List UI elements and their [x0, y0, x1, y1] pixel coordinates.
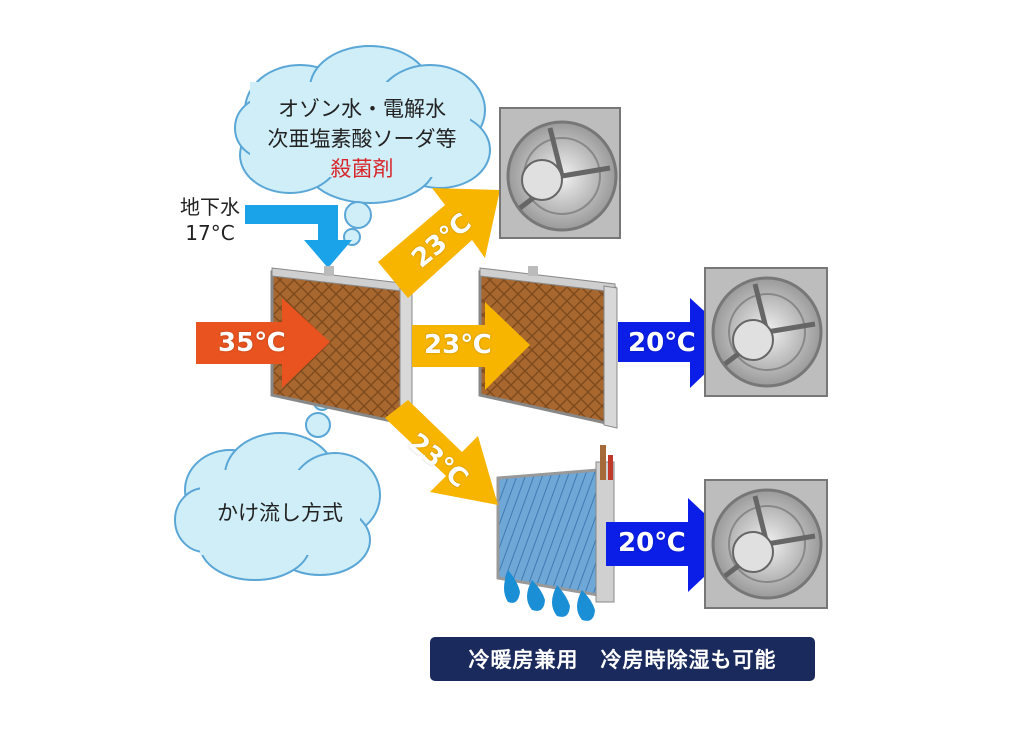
middle-temp: 23℃ [424, 330, 492, 360]
exhaust-fan-top [499, 107, 621, 239]
groundwater-temp: 17°C [185, 221, 235, 245]
cloud-top-line2: 次亜塩素酸ソーダ等 [267, 127, 457, 151]
feature-banner: 冷暖房兼用 冷房時除湿も可能 [430, 637, 815, 681]
cloud-bottom-text: かけ流し方式 [217, 501, 343, 525]
cloud-top-bubbles [343, 201, 372, 246]
lower-output-temp: 20℃ [618, 528, 686, 558]
groundwater-label: 地下水 [180, 195, 240, 219]
inlet-arrow [196, 298, 330, 388]
cloud-top-fill [250, 82, 470, 177]
groundwater-label-block: 地下水 17°C [178, 194, 242, 246]
banner-text: 冷暖房兼用 冷房時除湿も可能 [468, 648, 777, 672]
exhaust-fan-middle [704, 267, 828, 397]
lower-arrow [385, 400, 498, 505]
middle-arrow [412, 302, 530, 390]
inlet-temp: 35℃ [218, 328, 286, 358]
cloud-top-line1: オゾン水・電解水 [278, 97, 446, 121]
exhaust-fan-bottom [704, 479, 828, 609]
upper-arrow [378, 188, 500, 298]
cooling-coil [496, 445, 615, 603]
water-drops [504, 570, 595, 621]
middle-output-temp: 20℃ [628, 328, 696, 358]
groundwater-arrow [245, 205, 352, 268]
cloud-top-line3: 殺菌剤 [330, 157, 394, 181]
cloud-top-text: オゾン水・電解水 次亜塩素酸ソーダ等 殺菌剤 [262, 94, 462, 184]
cloud-bottom-fill [200, 470, 360, 555]
